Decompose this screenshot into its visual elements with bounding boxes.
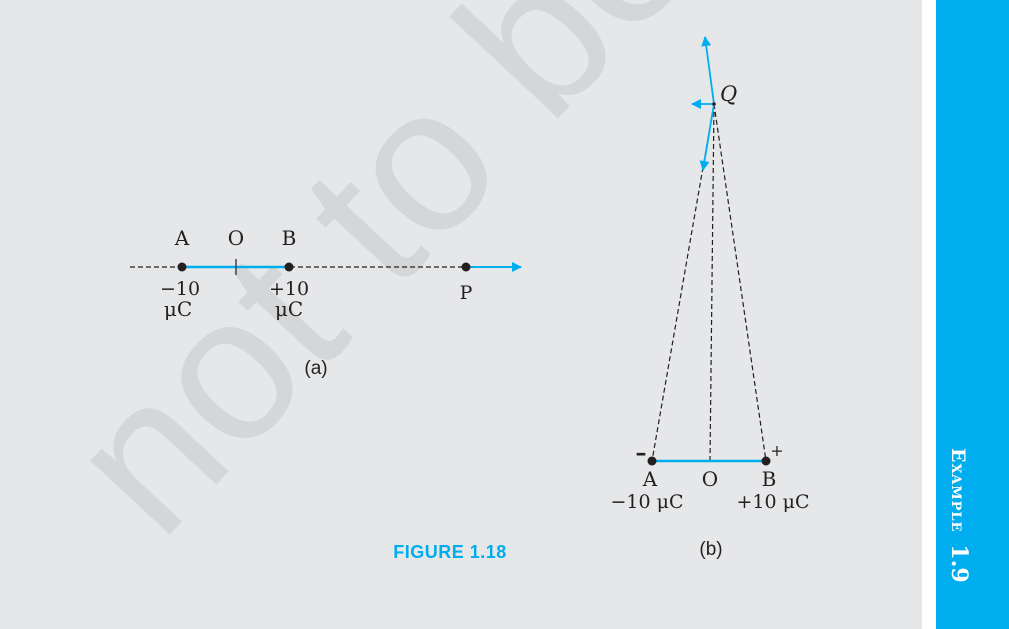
label-a: A [174, 226, 190, 250]
label-o: O [702, 467, 718, 491]
watermark: not to be re [25, 0, 900, 575]
charge-a-unit: μC [164, 297, 192, 321]
diagram-a: A O B P −10 μC +10 μC (a) [130, 226, 522, 379]
charge-a-dot [647, 456, 657, 466]
sign-minus: – [636, 440, 647, 466]
label-q: Q [720, 82, 737, 106]
example-sidebar: Example 1.9 [936, 0, 1009, 629]
charge-b-value: +10 [269, 278, 309, 300]
diagram: A O B P −10 μC +10 μC (a) Q – + A [130, 36, 810, 562]
figure-canvas: not to be re A O B P −10 μC +10 μC (a) [0, 0, 922, 629]
field-vector-down [699, 103, 715, 171]
sign-plus: + [770, 441, 783, 460]
caption-a: (a) [304, 358, 327, 379]
label-o: O [228, 226, 244, 250]
example-label-text: Example 1.9 [946, 448, 972, 583]
charge-b-dot [761, 456, 771, 466]
example-word: Example [947, 448, 969, 533]
dashed-line-qb [713, 103, 767, 462]
point-p-dot [461, 262, 471, 272]
charge-b-dot [284, 262, 294, 272]
point-q-dot [712, 102, 716, 106]
charge-b-unit: μC [275, 297, 303, 321]
label-p: P [460, 282, 473, 304]
label-b: B [762, 467, 777, 491]
figure-caption: FIGURE 1.18 [393, 542, 507, 562]
caption-b: (b) [699, 539, 722, 560]
field-vector-up [701, 36, 715, 105]
example-number: 1.9 [946, 544, 972, 583]
charge-a-value: −10 [160, 278, 200, 300]
label-a: A [642, 467, 658, 491]
charge-b-text: +10 μC [736, 491, 809, 513]
dashed-line-qo [709, 103, 715, 462]
charge-a-dot [177, 262, 187, 272]
charge-a-text: −10 μC [610, 491, 683, 513]
diagram-b: Q – + A O B −10 μC +10 μC (b) [610, 36, 810, 560]
label-b: B [282, 226, 297, 250]
